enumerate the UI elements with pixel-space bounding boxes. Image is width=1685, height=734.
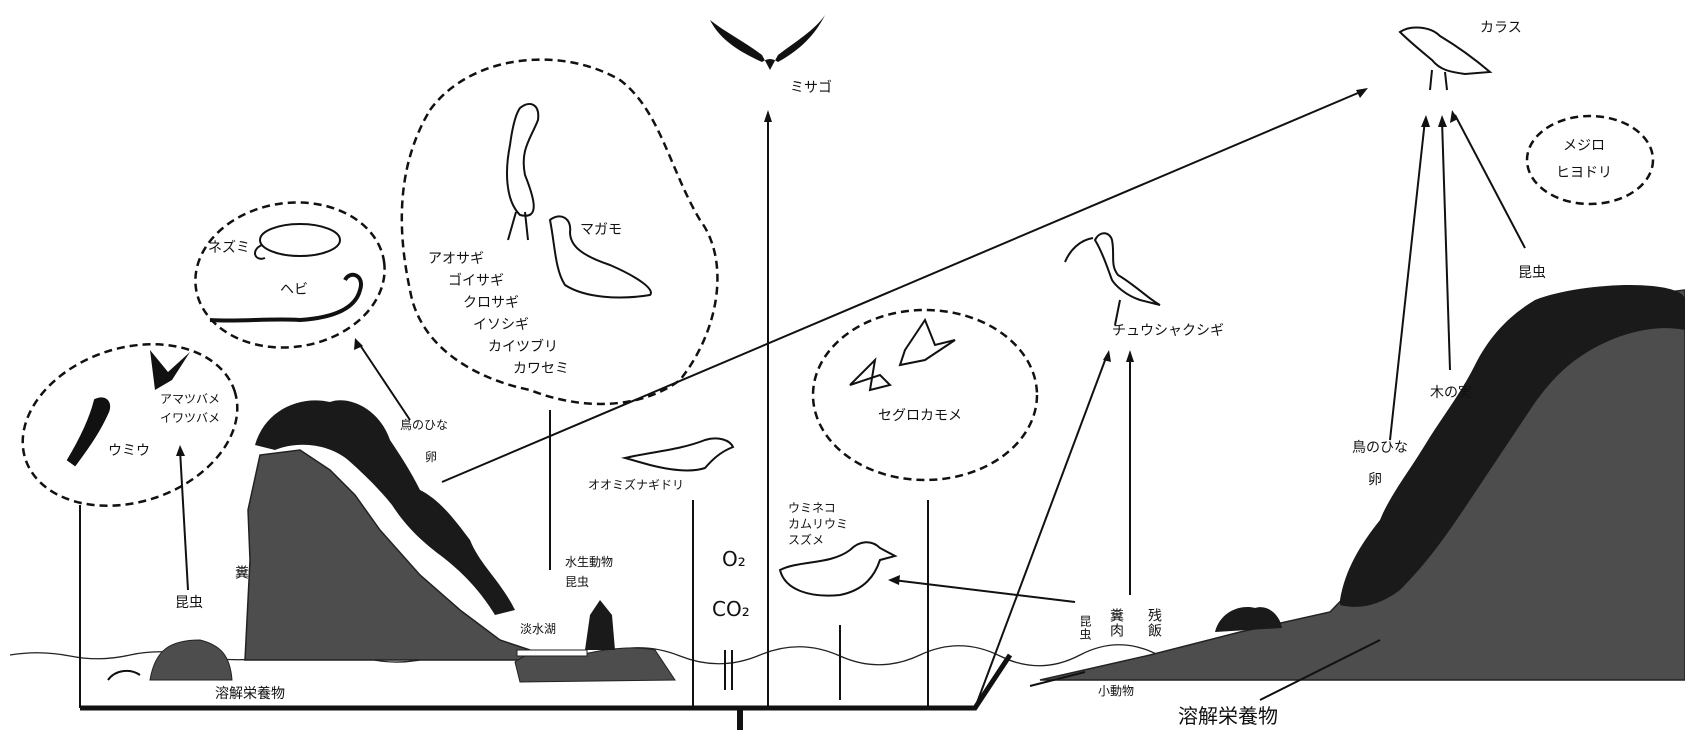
line-umineko-to-shore — [893, 580, 1075, 602]
shearwater-icon — [625, 438, 733, 470]
line-karasu-hina — [1390, 120, 1425, 440]
line-konchu-left — [180, 450, 188, 590]
label-iwatsubame: イワツバメ — [160, 411, 220, 425]
label-isoshigi: イソシギ — [428, 314, 569, 336]
umineko-group-list: ウミネコ カムリウミ スズメ — [788, 500, 848, 548]
label-hiyodori: ヒヨドリ — [1556, 165, 1612, 181]
label-aosagi: アオサギ — [428, 248, 569, 270]
black-tailed-gull-icon — [780, 542, 895, 595]
label-zanshi: 残飯 — [1146, 608, 1162, 638]
label-tori-hina-right: 鳥のひな — [1352, 440, 1408, 456]
arrow-umineko — [888, 575, 900, 585]
label-yokai-left: 溶解栄養物 — [215, 686, 285, 702]
label-co2: CO₂ — [712, 598, 750, 620]
arrow-churu-2 — [1126, 350, 1134, 362]
label-karasu: カラス — [1480, 20, 1522, 36]
rat-snake-cluster — [186, 190, 394, 359]
label-fun-left: 糞 — [233, 565, 249, 580]
label-churu: チュウシャクシギ — [1112, 323, 1224, 339]
label-kamuri: カムリウミ — [788, 516, 848, 532]
label-tori-hina-right-2: 卵 — [1368, 472, 1382, 488]
mejiro-cluster — [1527, 116, 1653, 204]
label-konchu-pond: 昆虫 — [565, 575, 589, 589]
label-kawasemi: カワセミ — [428, 358, 569, 380]
label-mejiro: メジロ — [1563, 138, 1605, 154]
label-kinomi: 木の実 — [1430, 385, 1472, 401]
cormorant-icon — [68, 398, 109, 465]
arrow-karasu-kinomi — [1438, 115, 1447, 127]
label-misago: ミサゴ — [790, 80, 832, 96]
label-suisei: 水生動物 — [565, 555, 613, 569]
label-kaitsuburi: カイツブリ — [428, 336, 569, 358]
line-hina-left — [360, 345, 410, 420]
label-suzume: スズメ — [788, 532, 848, 548]
line-karasu-kinomi — [1442, 120, 1450, 370]
nest-left-icon — [108, 671, 140, 680]
label-amatsubame: アマツバメ — [160, 392, 220, 406]
osprey-icon — [710, 15, 825, 70]
curlew-icon — [1065, 233, 1160, 325]
label-konchu-right: 昆虫 — [1518, 265, 1546, 281]
label-oomizunagidori: オオミズナギドリ — [588, 478, 684, 492]
arrow-karasu-hina — [1421, 115, 1430, 127]
label-umiu: ウミウ — [108, 443, 150, 459]
label-nezumi: ネズミ — [208, 240, 250, 256]
crow-icon — [1400, 27, 1490, 90]
label-yokai-right: 溶解栄養物 — [1178, 705, 1278, 727]
label-magamo: マガモ — [580, 222, 622, 238]
label-small-animals: 小動物 — [1098, 684, 1134, 698]
label-tansuiko: 淡水湖 — [520, 622, 556, 636]
arrow-konchu-left — [176, 445, 185, 456]
label-fun-shore: 糞肉 — [1108, 608, 1124, 638]
small-rock — [150, 640, 232, 680]
gull-flying-icon — [850, 320, 955, 390]
label-o2: O₂ — [722, 548, 746, 570]
label-konchu-left: 昆虫 — [175, 595, 203, 611]
label-tori-hina-left-2: 卵 — [425, 450, 437, 464]
line-karasu-konchu — [1455, 115, 1525, 248]
label-hebi: ヘビ — [280, 282, 308, 298]
pond-tree — [585, 600, 615, 650]
label-umineko: ウミネコ — [788, 500, 848, 516]
label-konchu-shore: 昆虫 — [1078, 615, 1092, 641]
slope-bush — [1215, 607, 1282, 632]
label-goisagi: ゴイサギ — [428, 270, 569, 292]
swift-cluster — [2, 318, 259, 532]
arrow-misago — [764, 110, 772, 122]
label-segurokamome: セグロカモメ — [878, 408, 962, 424]
heron-group-list: アオサギ ゴイサギ クロサギ イソシギ カイツブリ カワセミ — [428, 248, 569, 380]
pond-water — [517, 650, 587, 656]
arrow-churu-1 — [1103, 350, 1111, 362]
label-kurosagi: クロサギ — [428, 292, 569, 314]
swift-icon — [150, 350, 190, 390]
arrow-karasu-long — [1356, 88, 1368, 98]
line-churu-1 — [975, 355, 1107, 708]
rat-icon — [255, 224, 340, 259]
label-tori-hina-left: 鳥のひな — [400, 418, 448, 432]
heron-icon — [507, 104, 538, 240]
